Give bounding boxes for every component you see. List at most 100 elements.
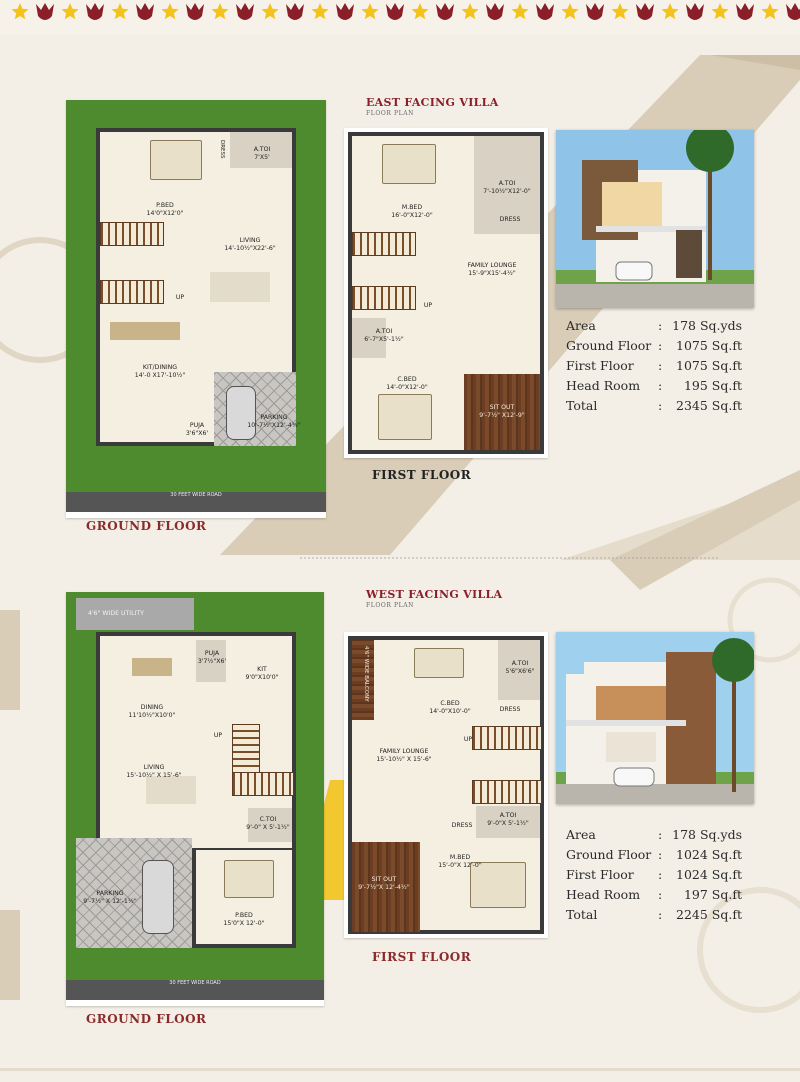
road: 30 FEET WIDE ROAD bbox=[66, 492, 326, 512]
tulip-icon bbox=[486, 3, 504, 20]
room-dress: DRESS bbox=[499, 706, 521, 713]
star-icon bbox=[261, 3, 279, 20]
east-first-floor-label: FIRST FLOOR bbox=[372, 468, 472, 482]
tulip-icon bbox=[636, 3, 654, 20]
flower-pattern-icon bbox=[11, 3, 800, 20]
staircase-lower bbox=[100, 280, 164, 304]
bed-icon bbox=[414, 648, 464, 678]
east-ground-floor-label: GROUND FLOOR bbox=[86, 519, 207, 533]
stairs-up-label: UP bbox=[463, 736, 473, 743]
east-area-specs: Area:178 Sq.yds Ground Floor:1075 Sq.ft … bbox=[566, 316, 742, 416]
star-icon bbox=[561, 3, 579, 20]
east-villa-elevation-image bbox=[556, 130, 754, 308]
tulip-icon bbox=[236, 3, 254, 20]
dining-table-icon bbox=[132, 658, 172, 676]
spec-row: First Floor:1024 Sq.ft bbox=[566, 867, 742, 882]
star-icon bbox=[111, 3, 129, 20]
sit-out-deck bbox=[352, 842, 420, 932]
spec-row: First Floor:1075 Sq.ft bbox=[566, 358, 742, 373]
bed-icon bbox=[378, 394, 432, 440]
stairs-up-label: UP bbox=[423, 302, 433, 309]
tulip-icon bbox=[536, 3, 554, 20]
tulip-icon bbox=[86, 3, 104, 20]
sofa-set-icon bbox=[146, 776, 196, 804]
east-section-subtitle: FLOOR PLAN bbox=[366, 110, 415, 117]
toilet-area-2 bbox=[352, 318, 386, 358]
spec-row: Total:2245 Sq.ft bbox=[566, 907, 742, 922]
star-icon bbox=[411, 3, 429, 20]
spec-row: Ground Floor:1075 Sq.ft bbox=[566, 338, 742, 353]
toilet-area bbox=[248, 808, 292, 842]
tulip-icon bbox=[136, 3, 154, 20]
bed-icon bbox=[382, 144, 436, 184]
staircase-lower bbox=[232, 772, 294, 796]
road: 30 FEET WIDE ROAD bbox=[66, 980, 324, 1000]
bed-icon bbox=[470, 862, 526, 908]
spec-row: Head Room:195 Sq.ft bbox=[566, 378, 742, 393]
tulip-icon bbox=[786, 3, 800, 20]
spec-row: Total:2345 Sq.ft bbox=[566, 398, 742, 413]
spec-row: Area:178 Sq.yds bbox=[566, 827, 742, 842]
tulip-icon bbox=[286, 3, 304, 20]
east-section-title: EAST FACING VILLA bbox=[366, 96, 499, 109]
toilet-area-2 bbox=[476, 806, 540, 838]
bed-icon bbox=[224, 860, 274, 898]
star-icon bbox=[611, 3, 629, 20]
star-icon bbox=[311, 3, 329, 20]
star-icon bbox=[761, 3, 779, 20]
star-icon bbox=[61, 3, 79, 20]
balcony-deck: 4'6" WIDE BALCONY bbox=[352, 640, 374, 720]
spec-row: Area:178 Sq.yds bbox=[566, 318, 742, 333]
spec-row: Ground Floor:1024 Sq.ft bbox=[566, 847, 742, 862]
room-utility: 4'6" WIDE UTILITY bbox=[88, 610, 144, 617]
room-dress-2: DRESS bbox=[451, 822, 473, 829]
stairs-up-label: UP bbox=[175, 294, 185, 301]
spec-row: Head Room:197 Sq.ft bbox=[566, 887, 742, 902]
star-icon bbox=[661, 3, 679, 20]
staircase bbox=[472, 726, 542, 750]
west-ground-floor-label: GROUND FLOOR bbox=[86, 1012, 207, 1026]
staircase bbox=[352, 232, 416, 256]
room-dress: DRESS bbox=[499, 216, 521, 223]
dining-table-icon bbox=[110, 322, 180, 340]
bed-icon bbox=[150, 140, 202, 180]
tulip-icon bbox=[186, 3, 204, 20]
sit-out-deck bbox=[464, 374, 540, 450]
puja-area bbox=[196, 640, 226, 682]
west-area-specs: Area:178 Sq.yds Ground Floor:1024 Sq.ft … bbox=[566, 825, 742, 925]
west-section-title: WEST FACING VILLA bbox=[366, 588, 503, 601]
stairs-up-label: UP bbox=[213, 732, 223, 739]
footer-divider bbox=[0, 1068, 800, 1071]
west-villa-elevation-image bbox=[556, 632, 754, 804]
star-icon bbox=[711, 3, 729, 20]
star-icon bbox=[461, 3, 479, 20]
star-icon bbox=[211, 3, 229, 20]
room-balcony: 4'6" WIDE BALCONY bbox=[362, 646, 369, 702]
utility-area: 4'6" WIDE UTILITY bbox=[76, 598, 194, 630]
star-icon bbox=[11, 3, 29, 20]
staircase-lower bbox=[352, 286, 416, 310]
